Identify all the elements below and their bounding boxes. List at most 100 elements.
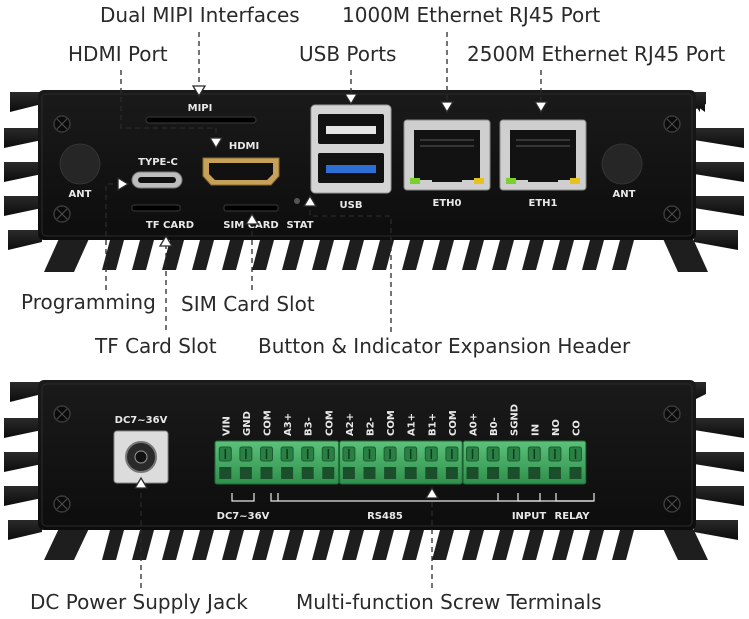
leader-arrowheads xyxy=(117,85,549,499)
terminal-pin-label: COM xyxy=(386,410,397,436)
rear-right-fins xyxy=(690,382,744,540)
terminal-pin-label: B3- xyxy=(304,417,315,436)
callout-button-header: Button & Indicator Expansion Header xyxy=(258,334,631,358)
terminal-pin-label: B0- xyxy=(489,417,500,436)
terminal-pin-label: A2+ xyxy=(345,413,356,436)
callout-eth-1000m: 1000M Ethernet RJ45 Port xyxy=(342,3,601,27)
terminal-wire-hole[interactable] xyxy=(528,467,541,479)
terminal-pin-label: COM xyxy=(324,410,335,436)
rear-bottom-fins xyxy=(44,522,708,560)
terminal-group-brackets xyxy=(231,493,595,502)
terminal-module xyxy=(339,440,463,485)
arrow-down-icon xyxy=(191,85,207,98)
arrow-up-icon xyxy=(133,476,149,489)
terminal-wire-hole[interactable] xyxy=(342,467,355,479)
terminal-pin-label: COM xyxy=(263,410,274,436)
dc-jack-label: DC7~36V xyxy=(115,415,168,426)
terminal-pin-label: B2- xyxy=(366,417,377,436)
callout-screw-terminals: Multi-function Screw Terminals xyxy=(296,590,602,614)
ant-right-label: ANT xyxy=(613,189,636,200)
terminal-module xyxy=(462,440,587,485)
terminal-wire-hole[interactable] xyxy=(260,467,273,479)
arrow-down-icon xyxy=(439,101,455,114)
arrow-up-icon xyxy=(158,234,174,247)
terminal-wire-hole[interactable] xyxy=(219,467,232,479)
terminal-wire-hole[interactable] xyxy=(569,467,582,479)
arrow-up-icon xyxy=(424,486,440,499)
tf-card-label: TF CARD xyxy=(146,220,194,231)
terminal-pin-label: SGND xyxy=(510,404,521,436)
eth1-label: ETH1 xyxy=(529,198,558,209)
callout-sim-slot: SIM Card Slot xyxy=(181,292,315,316)
sim-card-slot[interactable] xyxy=(223,204,279,212)
arrow-right-icon xyxy=(117,176,130,192)
terminal-module xyxy=(214,440,340,485)
callout-dual-mipi: Dual MIPI Interfaces xyxy=(100,3,300,27)
terminal-pin-label: GND xyxy=(242,411,253,436)
terminal-wire-hole[interactable] xyxy=(507,467,520,479)
stat-led xyxy=(294,198,300,204)
antenna-hole-left xyxy=(59,143,101,185)
callout-programming: Programming xyxy=(21,290,156,314)
group-label-power: DC7~36V xyxy=(217,511,270,522)
group-label-input: INPUT xyxy=(512,511,547,522)
group-label-rs485: RS485 xyxy=(367,511,403,522)
group-label-relay: RELAY xyxy=(555,511,591,522)
callout-hdmi-port: HDMI Port xyxy=(68,42,168,66)
terminal-wire-hole[interactable] xyxy=(487,467,500,479)
rear-left-fins xyxy=(4,382,42,540)
callout-usb-ports: USB Ports xyxy=(299,42,397,66)
terminal-wire-hole[interactable] xyxy=(548,467,561,479)
eth1-led-yellow xyxy=(570,178,580,184)
arrow-down-icon xyxy=(533,101,549,114)
terminal-wire-hole[interactable] xyxy=(384,467,397,479)
antenna-hole-right xyxy=(601,143,643,185)
mipi-slot[interactable] xyxy=(145,116,257,124)
terminal-wire-hole[interactable] xyxy=(445,467,458,479)
terminal-pin-label: A3+ xyxy=(283,413,294,436)
terminal-pin-label: A0+ xyxy=(469,413,480,436)
terminal-wire-hole[interactable] xyxy=(466,467,479,479)
arrow-up-icon xyxy=(302,194,318,207)
front-left-fins xyxy=(4,92,42,250)
terminal-pin-label: B1+ xyxy=(427,413,438,436)
eth0-label: ETH0 xyxy=(433,198,462,209)
hdmi-label: HDMI xyxy=(229,141,259,152)
arrow-up-icon xyxy=(244,212,260,225)
terminal-pin-label: IN xyxy=(530,424,541,436)
front-panel: ANT ANT MIPI HDMI TYPE-C TF CARD SIM CAR… xyxy=(4,90,744,272)
terminal-wire-hole[interactable] xyxy=(404,467,417,479)
terminal-wire-hole[interactable] xyxy=(322,467,335,479)
front-bottom-fins xyxy=(44,232,708,272)
terminal-pin-label: VIN xyxy=(221,416,232,436)
usb-label: USB xyxy=(340,200,363,211)
terminal-pin-label: A1+ xyxy=(407,413,418,436)
mipi-label: MIPI xyxy=(188,103,213,114)
rear-panel: DC7~36V VIN GND COM A3+ B3- COM A2+ B2- COM A1+ B1… xyxy=(4,380,744,560)
arrow-down-icon xyxy=(343,93,359,106)
eth0-led-green xyxy=(410,178,420,184)
tf-card-slot[interactable] xyxy=(131,204,181,212)
terminal-wire-hole[interactable] xyxy=(281,467,294,479)
terminal-pin-label: COM xyxy=(448,410,459,436)
terminal-pin-label: NO xyxy=(551,419,562,436)
screw-terminal-block xyxy=(214,440,587,485)
terminal-pin-label: CO xyxy=(572,420,583,436)
type-c-label: TYPE-C xyxy=(138,157,178,168)
stat-label: STAT xyxy=(286,220,313,231)
arrow-down-icon xyxy=(208,137,224,150)
callout-eth-2500m: 2500M Ethernet RJ45 Port xyxy=(467,42,726,66)
callout-dc-jack: DC Power Supply Jack xyxy=(30,590,248,614)
callout-tf-slot: TF Card Slot xyxy=(95,334,217,358)
terminal-wire-hole[interactable] xyxy=(239,467,252,479)
terminal-pin-labels: VIN GND COM A3+ B3- COM A2+ B2- COM A1+ B1+ COM A0+ B… xyxy=(221,404,582,436)
eth1-led-green xyxy=(506,178,516,184)
terminal-wire-hole[interactable] xyxy=(425,467,438,479)
terminal-wire-hole[interactable] xyxy=(363,467,376,479)
eth0-led-yellow xyxy=(474,178,484,184)
front-right-fins xyxy=(690,92,744,250)
ant-left-label: ANT xyxy=(69,189,92,200)
leader-lines xyxy=(105,32,542,588)
terminal-wire-hole[interactable] xyxy=(301,467,314,479)
